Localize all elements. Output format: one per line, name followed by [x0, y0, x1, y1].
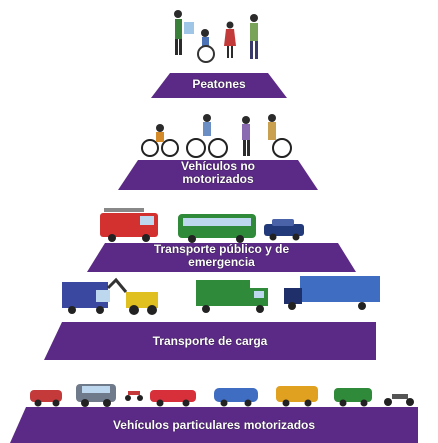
truck-icons: [62, 276, 380, 315]
tier-label-private-cars-text: Vehículos particulares motorizados: [112, 418, 316, 432]
tier-band-pedestrians: [151, 73, 287, 98]
tier-label-pedestrians-text: Peatones: [192, 77, 246, 91]
tier-band-public-transport: [87, 243, 356, 272]
tier-label-nonmotorized-line1: Vehículos no: [180, 159, 255, 173]
tier-band-nonmotorized: [118, 160, 318, 190]
pedestrian-icons: [174, 10, 258, 63]
tier-label-freight: Transporte de carga: [44, 335, 376, 348]
tier-label-nonmotorized-line2: motorizados: [182, 171, 254, 186]
tier-label-public-transport-line2: emergencia: [188, 254, 255, 269]
tier-label-private-cars: Vehículos particulares motorizados: [10, 419, 418, 432]
tier-band-freight: [44, 322, 376, 360]
tier-label-public-transport: Transporte público y de emergencia: [87, 243, 356, 268]
tier-label-nonmotorized: Vehículos no motorizados: [118, 160, 318, 185]
bicycle-icons: [141, 114, 292, 158]
tier-label-pedestrians: Peatones: [151, 78, 287, 91]
bus-firetruck-icons: [100, 208, 304, 243]
car-icons: [30, 384, 414, 407]
tier-label-freight-text: Transporte de carga: [152, 334, 268, 348]
tier-band-private-cars: [10, 407, 418, 443]
tier-label-public-transport-line1: Transporte público y de: [153, 242, 290, 256]
